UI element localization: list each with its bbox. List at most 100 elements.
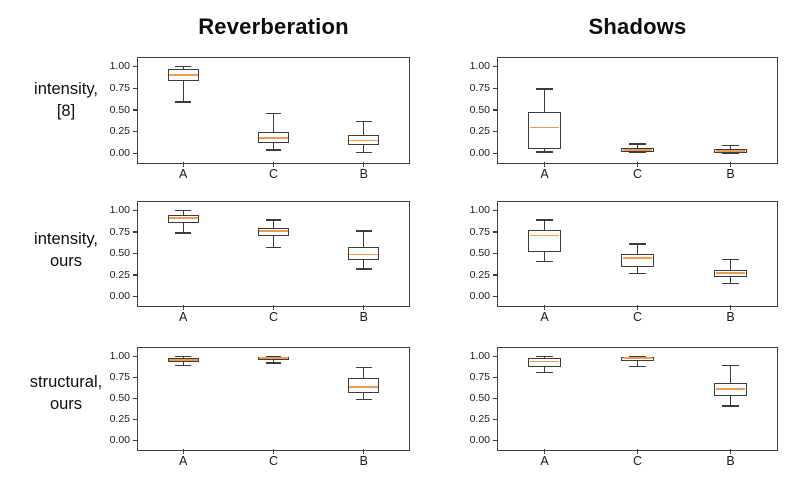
y-axis-tick-mark — [132, 231, 137, 233]
x-axis-category-label: B — [726, 454, 735, 468]
y-axis-tick-mark — [492, 66, 497, 68]
y-axis-tick-mark — [132, 419, 137, 421]
row-label-line: [8] — [56, 102, 76, 120]
y-axis-tick-mark — [492, 87, 497, 89]
x-axis-category-label: B — [359, 310, 368, 324]
y-axis-tick-label: 0.25 — [469, 268, 490, 281]
whisker-cap-bottom — [722, 152, 739, 155]
x-axis-category-label: C — [632, 310, 643, 324]
whisker-cap-bottom — [265, 362, 282, 364]
whisker-cap-bottom — [265, 246, 282, 249]
x-axis-category-label: B — [726, 310, 735, 324]
whisker-cap-bottom — [175, 101, 191, 104]
y-axis-tick-label: 0.50 — [469, 392, 490, 405]
box-iqr — [621, 253, 654, 268]
whisker-cap-top — [175, 65, 191, 68]
box-iqr — [348, 378, 380, 393]
median-line — [622, 256, 653, 259]
whisker-cap-top — [265, 355, 282, 358]
x-axis-tick-mark — [182, 448, 184, 454]
x-axis-tick-mark — [272, 161, 275, 167]
y-axis-tick-mark — [132, 87, 137, 89]
whisker-cap-bottom — [629, 151, 646, 154]
row-label-line: intensity, — [34, 80, 98, 98]
whisker-cap-top — [536, 219, 553, 221]
whisker-cap-bottom — [356, 151, 372, 154]
whisker-cap-top — [175, 355, 191, 358]
median-line — [168, 217, 198, 220]
y-axis-tick-mark — [132, 152, 137, 155]
whisker-cap-bottom — [265, 149, 282, 151]
median-line — [622, 149, 653, 151]
median-line — [259, 357, 288, 359]
row-label-line: ours — [49, 395, 83, 413]
x-axis-category-label: B — [359, 454, 368, 468]
whisker-cap-top — [536, 88, 553, 91]
whisker-cap-bottom — [722, 405, 739, 407]
x-axis-category-label: A — [540, 310, 549, 324]
median-line — [259, 230, 288, 233]
y-axis-tick-mark — [132, 355, 137, 358]
whisker-cap-top — [722, 144, 739, 147]
column-title-reverberation: Reverberation — [198, 14, 349, 39]
box-iqr — [528, 111, 561, 150]
x-axis-tick-mark — [729, 304, 732, 310]
median-line — [529, 126, 560, 129]
y-axis-tick-label: 0.50 — [469, 103, 490, 116]
x-axis-tick-mark — [729, 448, 732, 454]
whisker-cap-bottom — [629, 272, 646, 275]
y-axis-tick-label: 0.50 — [109, 247, 130, 260]
median-line — [168, 358, 198, 361]
y-axis-tick-mark — [492, 131, 497, 133]
y-axis-tick-label: 0.00 — [109, 146, 130, 159]
y-axis-tick-label: 0.00 — [469, 434, 490, 447]
y-axis-tick-mark — [492, 440, 497, 442]
y-axis-tick-mark — [132, 397, 137, 400]
median-line — [259, 136, 288, 139]
whisker-cap-top — [265, 219, 282, 221]
whisker-cap-bottom — [356, 268, 372, 270]
y-axis-tick-mark — [132, 131, 137, 133]
whisker-cap-bottom — [175, 232, 191, 234]
whisker-cap-top — [175, 209, 191, 212]
whisker-cap-top — [265, 112, 282, 115]
x-axis-category-label: A — [178, 454, 188, 468]
column-title-shadows: Shadows — [588, 14, 687, 39]
y-axis-tick-label: 0.00 — [109, 290, 130, 303]
y-axis-tick-mark — [492, 109, 497, 111]
y-axis-tick-mark — [132, 109, 137, 111]
whisker-cap-bottom — [536, 150, 553, 153]
x-axis-category-label: C — [268, 454, 279, 468]
x-axis-tick-mark — [729, 161, 732, 167]
y-axis-tick-label: 0.25 — [109, 125, 130, 138]
y-axis-tick-label: 0.25 — [469, 413, 490, 426]
x-axis-category-label: A — [540, 454, 549, 468]
row-label-line: ours — [49, 252, 83, 270]
y-axis-tick-label: 0.50 — [469, 247, 490, 260]
box-iqr — [528, 229, 561, 252]
y-axis-tick-label: 0.00 — [469, 290, 490, 303]
x-axis-category-label: A — [178, 310, 188, 324]
y-axis-tick-mark — [492, 252, 497, 255]
median-line — [349, 385, 379, 388]
median-line — [349, 253, 379, 256]
whisker-cap-top — [629, 355, 646, 358]
x-axis-category-label: C — [632, 454, 643, 468]
row-label-line: intensity, — [34, 230, 98, 248]
y-axis-tick-mark — [492, 419, 497, 421]
x-axis-category-label: B — [726, 167, 735, 181]
whisker-cap-top — [536, 355, 553, 358]
x-axis-category-label: B — [359, 167, 368, 181]
y-axis-tick-label: 0.75 — [469, 81, 490, 94]
y-axis-tick-mark — [132, 376, 137, 379]
x-axis-tick-mark — [543, 161, 546, 167]
y-axis-tick-label: 0.25 — [469, 125, 490, 138]
median-line — [715, 388, 746, 391]
x-axis-tick-mark — [543, 304, 546, 310]
row-label-structural-ours: structural, ours — [0, 371, 132, 415]
